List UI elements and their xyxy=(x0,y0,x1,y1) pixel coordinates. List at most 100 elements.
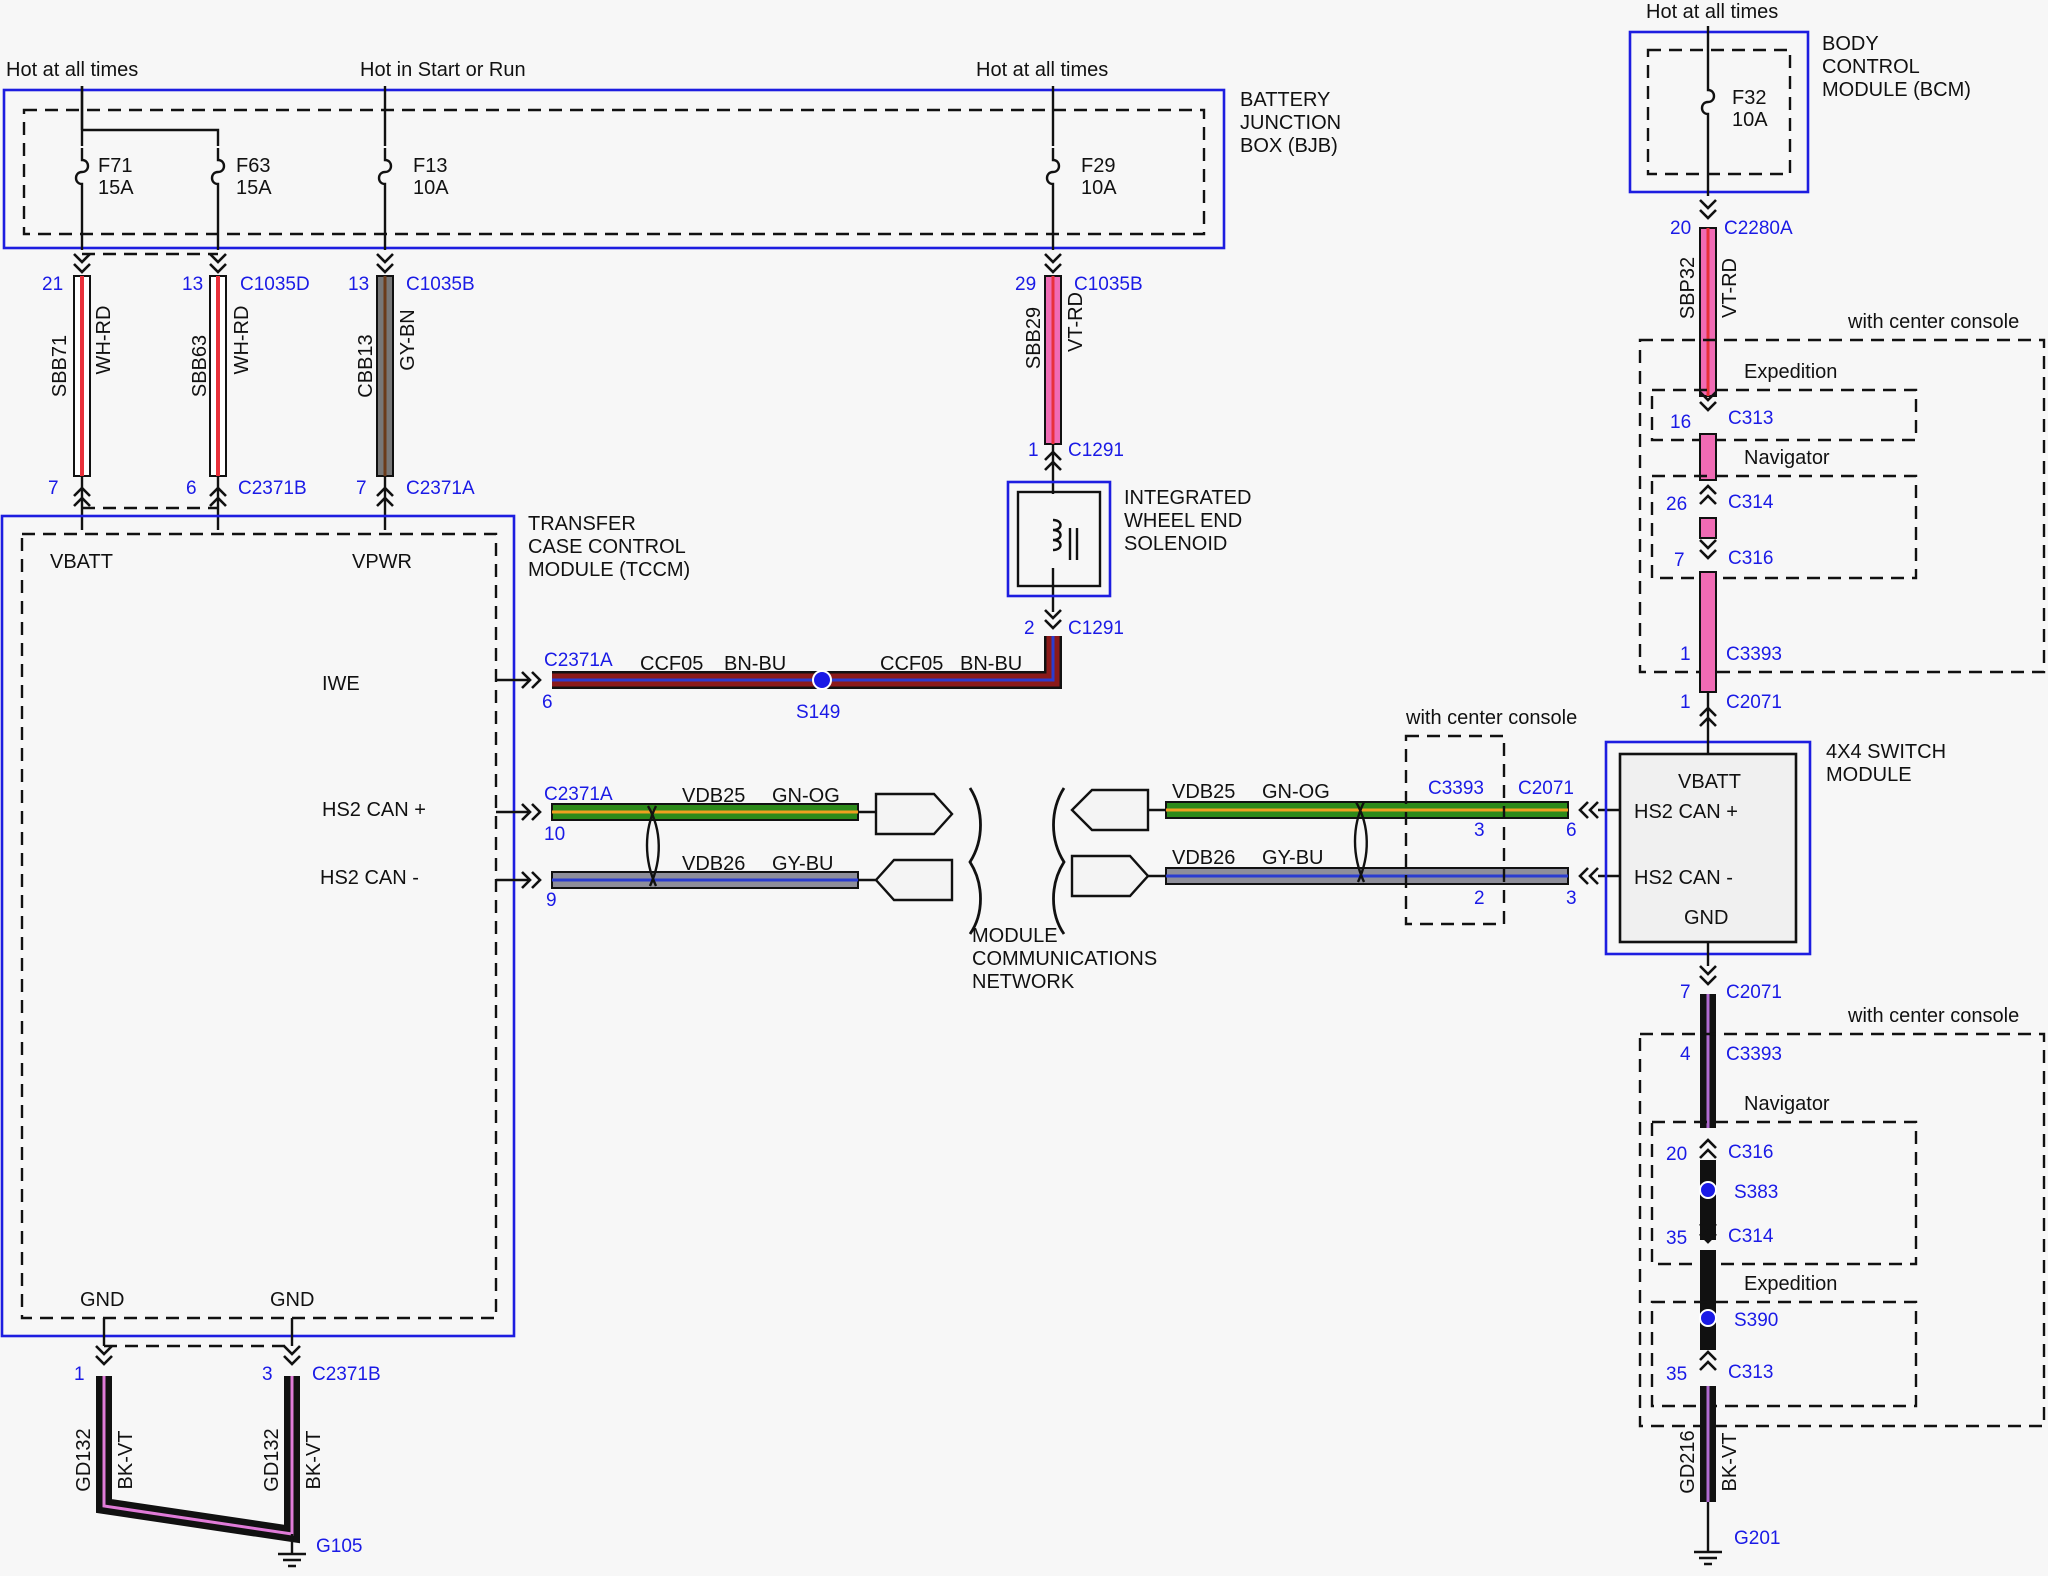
conn-c2371b: C2371B xyxy=(238,478,307,499)
lower-c2071: C2071 xyxy=(1726,982,1782,1003)
fuse-f29-icon xyxy=(1045,146,1061,192)
can-plus-left-color: GN-OG xyxy=(772,785,840,807)
upper-expedition-dashed xyxy=(1650,388,1918,442)
c1035d-arrow-icon xyxy=(208,252,228,274)
wire-gd132-color-2: BK-VT xyxy=(303,1431,325,1490)
can-plus-right-circuit: VDB25 xyxy=(1172,781,1235,803)
c3393-pin-2: 2 xyxy=(1474,888,1485,909)
lower-c2071-pin: 7 xyxy=(1680,982,1691,1003)
c2371b-gnd2-arrow-icon xyxy=(282,1344,302,1366)
splice-s149: S149 xyxy=(796,702,840,723)
bjb-outputs xyxy=(80,190,1055,250)
wire-sbb63-color: WH-RD xyxy=(231,306,253,375)
splice-s383-icon xyxy=(1699,1181,1717,1199)
c316-upper-arrow-icon xyxy=(1698,538,1718,560)
splice-s149-icon xyxy=(812,670,832,690)
iwe-color-left: BN-BU xyxy=(724,653,786,675)
upper-c3393-pin: 1 xyxy=(1680,644,1691,665)
conn-c1035d: C1035D xyxy=(240,274,310,295)
conn-c1035b-f29: C1035B xyxy=(1074,274,1143,295)
upper-c313-pin: 16 xyxy=(1670,412,1691,433)
can-minus-left-circuit: VDB26 xyxy=(682,853,745,875)
switch-gnd: GND xyxy=(1684,907,1728,929)
wire-sbp32-circuit: SBP32 xyxy=(1677,257,1699,319)
pin-7-c2371a: 7 xyxy=(356,478,367,499)
c3393-conn: C3393 xyxy=(1428,778,1484,799)
lower-c316: C316 xyxy=(1728,1142,1773,1163)
power-label-f32: Hot at all times xyxy=(1646,1,1778,23)
pin-29: 29 xyxy=(1015,274,1036,295)
tccm-gnd-1: GND xyxy=(80,1289,124,1311)
wire-sbb71-color: WH-RD xyxy=(93,306,115,375)
lower-expedition-dashed xyxy=(1650,1300,1918,1408)
tccm-iwe: IWE xyxy=(322,673,360,695)
power-label-f29: Hot at all times xyxy=(976,59,1108,81)
lower-s390: S390 xyxy=(1734,1310,1778,1331)
pin-6-c2371b: 6 xyxy=(186,478,197,499)
wire-gd216-color: BK-VT xyxy=(1719,1433,1741,1492)
wire-gd132-circuit-1: GD132 xyxy=(73,1428,95,1491)
can-plus-left-circuit: VDB25 xyxy=(682,785,745,807)
fuse-f71-icon xyxy=(74,146,90,192)
can-minus-left-pin: 9 xyxy=(546,890,557,911)
c2371b-gnd1-arrow-icon xyxy=(94,1344,114,1366)
lower-console-label: with center console xyxy=(1847,1005,2019,1027)
c1035-f71-arrow-icon xyxy=(72,252,92,274)
lower-c3393: C3393 xyxy=(1726,1044,1782,1065)
iwe-wire-stripe xyxy=(552,636,1055,682)
tccm-name: TRANSFER CASE CONTROL MODULE (TCCM) xyxy=(528,513,691,581)
conn-c1291-bottom: C1291 xyxy=(1068,618,1124,639)
can-minus-left-color: GY-BU xyxy=(772,853,834,875)
bcm-box xyxy=(1628,30,1810,194)
wire-gd132-circuit-2: GD132 xyxy=(261,1428,283,1491)
wire-gd216-seg3 xyxy=(1700,1250,1716,1350)
can-minus-right-connector-icon xyxy=(1070,854,1150,898)
c3393-pin-3: 3 xyxy=(1474,820,1485,841)
wire-sbp32-seg3 xyxy=(1699,517,1717,539)
lower-c316-pin: 20 xyxy=(1666,1144,1687,1165)
gnd-pin-1: 1 xyxy=(74,1364,85,1385)
lower-s383: S383 xyxy=(1734,1182,1778,1203)
can-plus-right-arrow-icon xyxy=(1578,800,1600,820)
can-minus-right-color: GY-BU xyxy=(1262,847,1324,869)
iwe-circuit-right: CCF05 xyxy=(880,653,943,675)
conn-c2371a: C2371A xyxy=(406,478,475,499)
fuse-f63-icon xyxy=(210,146,226,192)
iwe-conn: C2371A xyxy=(544,650,613,671)
c313-lower-arrow-icon xyxy=(1698,1350,1718,1372)
lower-c314-pin: 35 xyxy=(1666,1228,1687,1249)
can-minus-right-circuit: VDB26 xyxy=(1172,847,1235,869)
c1035b-arrow-icon xyxy=(375,252,395,274)
pin-1-c1291: 1 xyxy=(1028,440,1039,461)
power-label-f13: Hot in Start or Run xyxy=(360,59,526,81)
c2071-conn: C2071 xyxy=(1518,778,1574,799)
gnd-conn: C2371B xyxy=(312,1364,381,1385)
upper-c2071: C2071 xyxy=(1726,692,1782,713)
c2071-pin-6: 6 xyxy=(1566,820,1577,841)
tccm-box xyxy=(0,514,516,1338)
wire-sbp32-color: VT-RD xyxy=(1719,258,1741,318)
f71-f63-bus xyxy=(80,86,220,146)
pin-7-c2371: 7 xyxy=(48,478,59,499)
solenoid-box xyxy=(1006,480,1112,598)
iwe-circuit-left: CCF05 xyxy=(640,653,703,675)
wire-sbb29-color: VT-RD xyxy=(1065,292,1087,352)
solenoid-coil-icon xyxy=(1052,518,1062,552)
upper-c3393: C3393 xyxy=(1726,644,1782,665)
iwe-pin: 6 xyxy=(542,692,553,713)
mcn-bracket-left-icon xyxy=(968,787,982,935)
lower-c313-pin: 35 xyxy=(1666,1364,1687,1385)
bjb-box xyxy=(2,88,1226,250)
lower-c3393-pin: 4 xyxy=(1680,1044,1691,1065)
c2071-lower-arrow-icon xyxy=(1698,964,1718,986)
tccm-vbatt: VBATT xyxy=(50,551,113,573)
switch-module-name: 4X4 SWITCH MODULE xyxy=(1826,741,1952,786)
twisted-pair-right-icon xyxy=(1353,801,1368,883)
wire-gd216-seg2 xyxy=(1700,1160,1716,1240)
power-label-f71: Hot at all times xyxy=(6,59,138,81)
tccm-gnd-2: GND xyxy=(270,1289,314,1311)
c2280a-arrow-icon xyxy=(1698,198,1718,220)
can-right-conn-leads xyxy=(1148,808,1166,878)
